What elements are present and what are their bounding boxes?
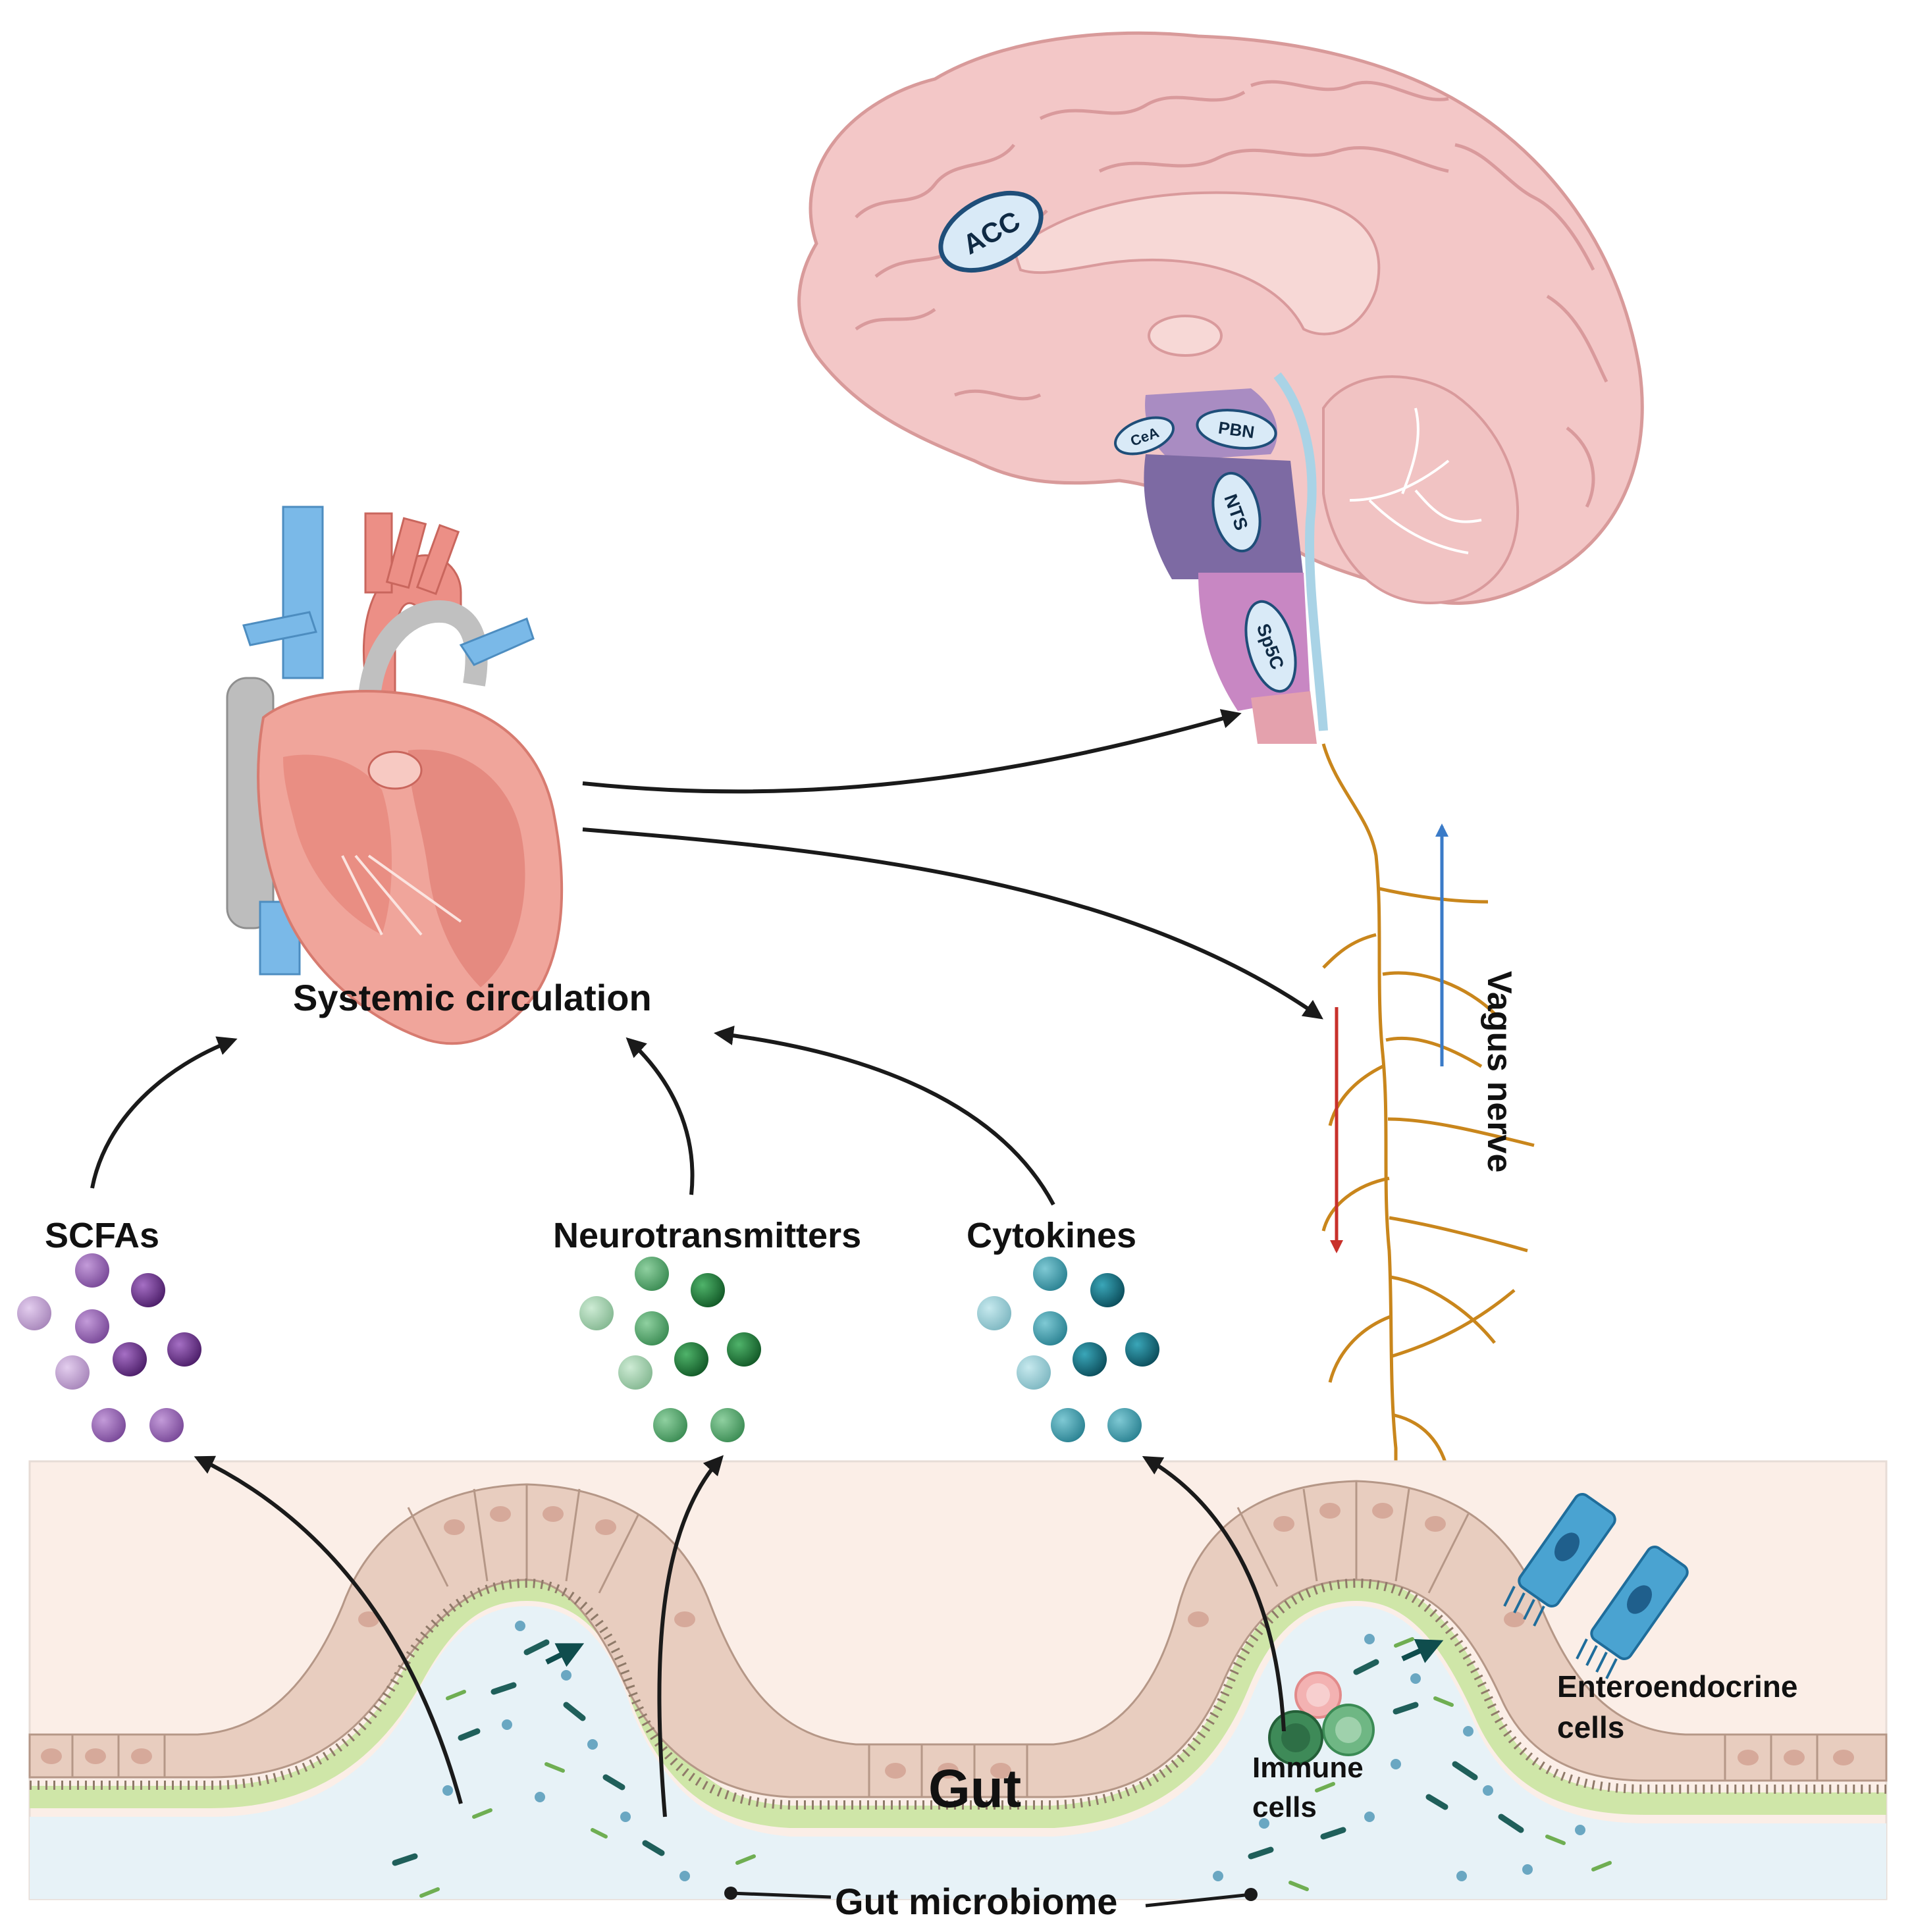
cytokines-label: Cytokines [967, 1216, 1136, 1255]
arrow-gut-to-scfas [194, 1455, 463, 1804]
enteroendocrine-cells [1503, 1493, 1689, 1679]
brain: ACC CeA PBN NTS Sp5C [797, 31, 1644, 744]
acc-oval [938, 190, 1044, 273]
fourth-ventricle [1273, 372, 1328, 731]
neurotransmitters-label: Neurotransmitters [553, 1216, 861, 1255]
right-ventricle [283, 754, 392, 935]
arrow-scfas-to-circulation [90, 1036, 238, 1189]
gut-microbiome-pointer [730, 1891, 1252, 1908]
epithelium [28, 1480, 1888, 1798]
scfas-label: SCFAs [45, 1216, 159, 1255]
valve [367, 750, 423, 790]
arrow-cytokines-to-circulation [714, 1026, 1055, 1206]
spinal-stub [1251, 691, 1317, 744]
nts-oval [1211, 471, 1261, 553]
systemic-circulation-label: Systemic circulation [293, 977, 652, 1018]
corpus-callosum [1012, 191, 1381, 336]
gut-label: Gut [928, 1759, 1021, 1819]
arrow-neurotransmitters-to-circulation [625, 1037, 695, 1195]
cea-oval [1114, 416, 1175, 456]
left-ventricle [408, 749, 525, 987]
cytokine-cluster [977, 1257, 1159, 1442]
enteroendocrine-label-line2: cells [1557, 1710, 1624, 1744]
pulmonary-veins [459, 617, 535, 666]
cell-nuclei [41, 1503, 1854, 1779]
pulmonary-artery [242, 611, 317, 646]
vagus-nerve-label: Vagus nerve [1480, 971, 1518, 1172]
mucosa-band [30, 1578, 1886, 1828]
arrow-heart-to-vagus [582, 827, 1323, 1020]
arrow-gut-to-neurotransmitters [657, 1455, 724, 1817]
arrow-heart-to-brain [582, 709, 1242, 794]
chordae [341, 854, 462, 936]
villus-flow-arrow-1 [545, 1643, 585, 1667]
arrow-gut-to-cytokines [1142, 1455, 1286, 1732]
pointer-dot-left [724, 1887, 737, 1900]
gut-microbiome-bacteria [392, 1621, 1612, 1898]
svc-top [284, 513, 311, 619]
cerebellum [1322, 375, 1520, 604]
brush-border [30, 1578, 1886, 1810]
arbor-vitae [1349, 407, 1482, 554]
sp5c-oval [1244, 600, 1297, 693]
gut-lumen [30, 1606, 1886, 1899]
epithelial-cell-borders [71, 1481, 1819, 1797]
heart [226, 506, 564, 1045]
thalamus [1148, 315, 1223, 357]
immune-cells-label-line1: Immune [1252, 1752, 1364, 1784]
scfa-cluster [17, 1253, 201, 1442]
gut-microbiome-label: Gut microbiome [835, 1881, 1117, 1922]
aortic-branch-3 [415, 523, 460, 596]
pbn-oval [1196, 409, 1277, 450]
gut-panel [28, 1460, 1888, 1900]
neurotransmitter-cluster [579, 1257, 761, 1442]
pointer-dot-right [1244, 1888, 1258, 1901]
aortic-branch-2 [385, 517, 427, 589]
immune-cells-label-line2: cells [1252, 1791, 1317, 1823]
villus-flow-arrow-2 [1401, 1639, 1444, 1663]
enteroendocrine-label-line1: Enteroendocrine [1557, 1669, 1798, 1704]
